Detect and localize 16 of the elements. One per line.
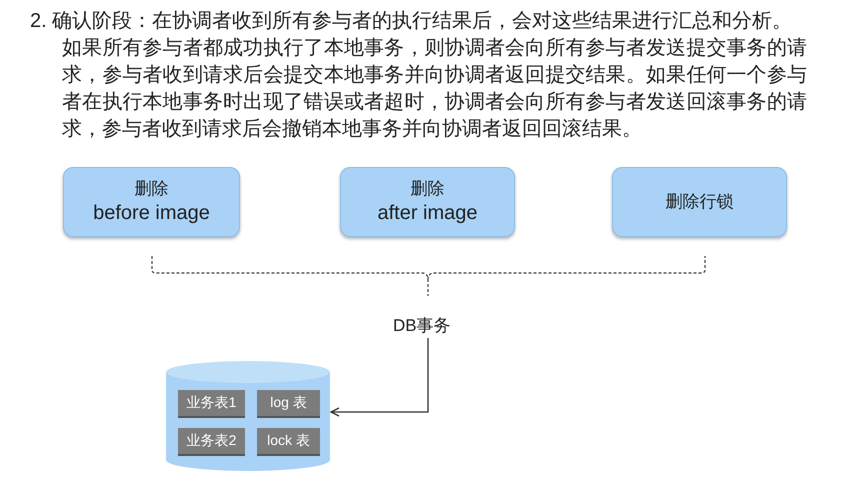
box-text: 删除 — [410, 178, 444, 200]
arrow — [330, 338, 429, 417]
table-box: lock 表 — [257, 428, 320, 456]
table-box: 业务表2 — [178, 428, 245, 456]
box-text: 删除 — [134, 178, 168, 200]
table-box: log 表 — [257, 390, 320, 418]
paragraph: 如果所有参与者都成功执行了本地事务，则协调者会向所有参与者发送提交事务的请求，参与者收到请求后会提交本地事务并向协调者返回提交结果。如果任何一个参与者在执行本地事务时出现了错误或者超时，协调者会向所有参与者发送回滚事务的请求，参与者收到请求后会撤销本地事务并向协调者返回回滚结果。 — [62, 36, 807, 142]
box-text: before image — [93, 201, 210, 226]
process-box — [612, 167, 787, 237]
text-label: DB事务 — [393, 314, 451, 337]
table-box: 业务表1 — [178, 390, 245, 418]
box-text: 删除行锁 — [666, 190, 734, 213]
box-text: after image — [377, 201, 478, 226]
process-box — [63, 167, 240, 237]
paragraph: 2. 确认阶段：在协调者收到所有参与者的执行结果后，会对这些结果进行汇总和分析。 — [30, 9, 794, 34]
process-box — [340, 167, 515, 237]
